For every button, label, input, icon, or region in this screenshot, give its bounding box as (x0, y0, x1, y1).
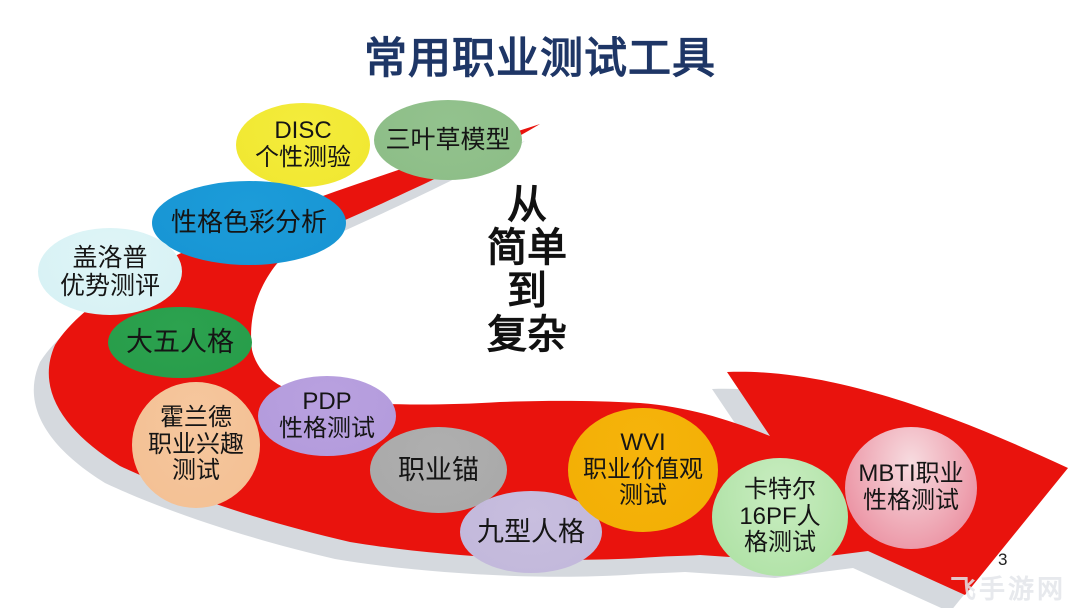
bubble-color-personality: 性格色彩分析 (152, 181, 346, 265)
bubble-disc-test: DISC 个性测验 (236, 103, 370, 187)
center-caption: 从 简单 到 复杂 (487, 183, 567, 357)
watermark: 飞手游网 (950, 574, 1067, 604)
page-number: 3 (998, 550, 1008, 569)
bubble-mbti-test: MBTI职业 性格测试 (845, 427, 977, 549)
bubble-holland-interest: 霍兰德 职业兴趣 测试 (132, 382, 260, 508)
bubble-gallup-strengths: 盖洛普 优势测评 (38, 228, 182, 315)
bubble-pdp-test: PDP 性格测试 (258, 376, 396, 456)
bubble-enneagram: 九型人格 (460, 491, 602, 573)
bubble-wvi-values: WVI 职业价值观 测试 (568, 408, 718, 532)
page-title: 常用职业测试工具 (364, 35, 716, 83)
bubble-career-anchor: 职业锚 (370, 427, 507, 513)
bubble-big-five: 大五人格 (108, 307, 252, 378)
bubble-clover-model: 三叶草模型 (374, 100, 522, 180)
bubble-cattell-16pf: 卡特尔 16PF人 格测试 (712, 458, 848, 576)
